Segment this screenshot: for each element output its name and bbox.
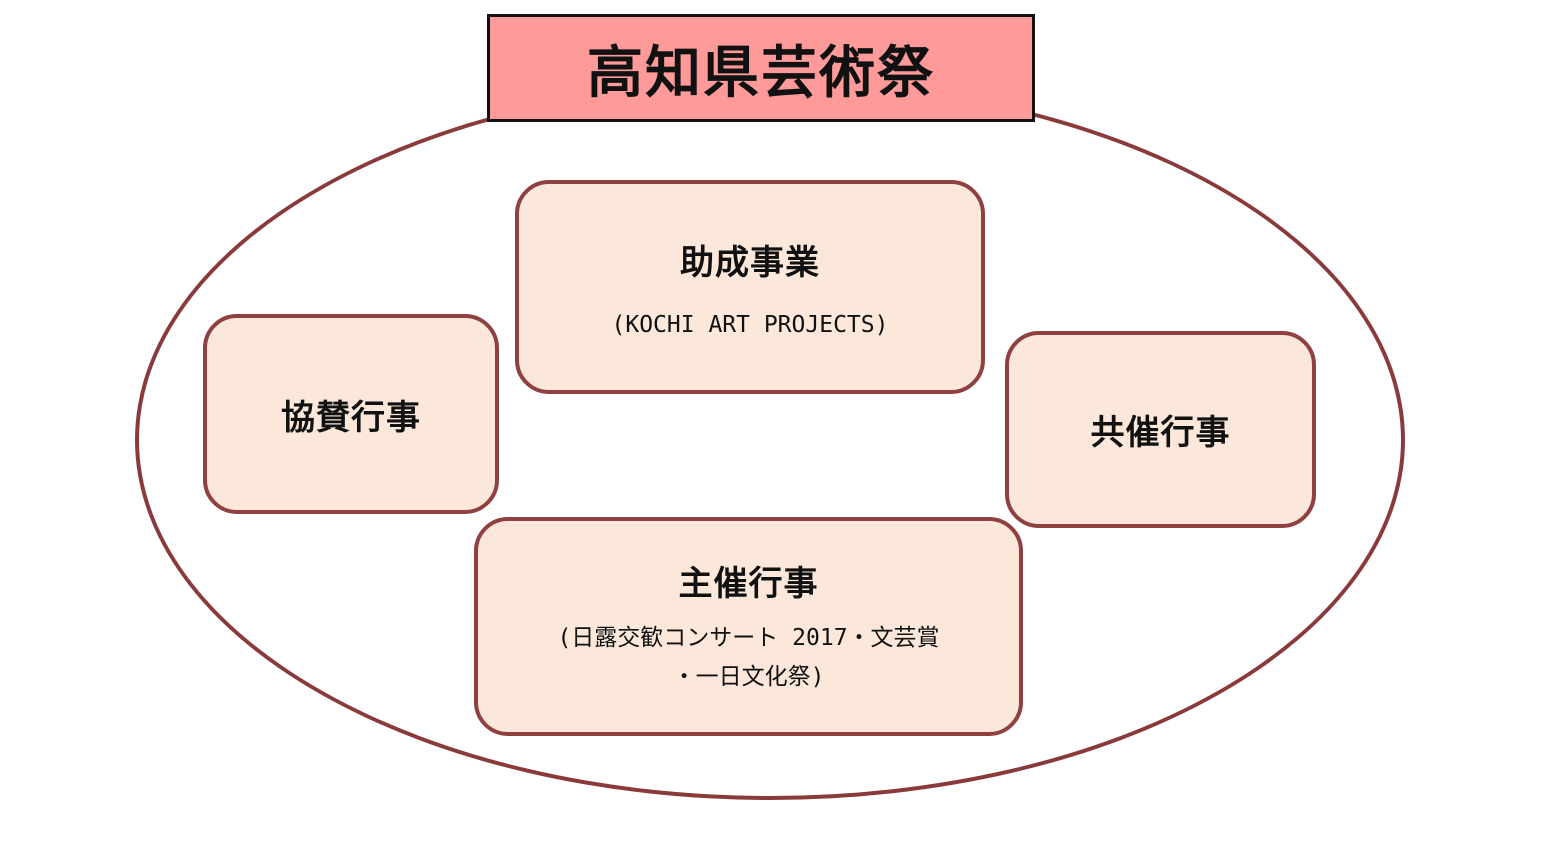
node-co-hosted-events-label: 共催行事 [1090,413,1231,453]
node-hosted-events-label: 主催行事 [678,563,819,604]
node-hosted-events-sub-line-2: ・一日文化祭) [672,664,825,690]
node-subsidy-projects: 助成事業 (KOCHI ART PROJECTS) [515,180,985,394]
node-subsidy-projects-label: 助成事業 [680,242,820,283]
node-hosted-events-sub-line-1: (日露交歓コンサート 2017・文芸賞 [557,624,940,651]
node-sponsored-events: 協賛行事 [203,314,499,514]
node-hosted-events-sub: (日露交歓コンサート 2017・文芸賞 ・一日文化祭) [557,619,939,697]
node-co-hosted-events: 共催行事 [1005,331,1316,528]
diagram-title: 高知県芸術祭 [587,40,935,106]
node-subsidy-projects-sub: (KOCHI ART PROJECTS) [612,306,889,345]
node-subsidy-projects-sub-line: (KOCHI ART PROJECTS) [611,311,889,338]
node-hosted-events: 主催行事 (日露交歓コンサート 2017・文芸賞 ・一日文化祭) [474,517,1023,736]
title-box: 高知県芸術祭 [487,14,1035,122]
node-sponsored-events-label: 協賛行事 [281,397,421,438]
